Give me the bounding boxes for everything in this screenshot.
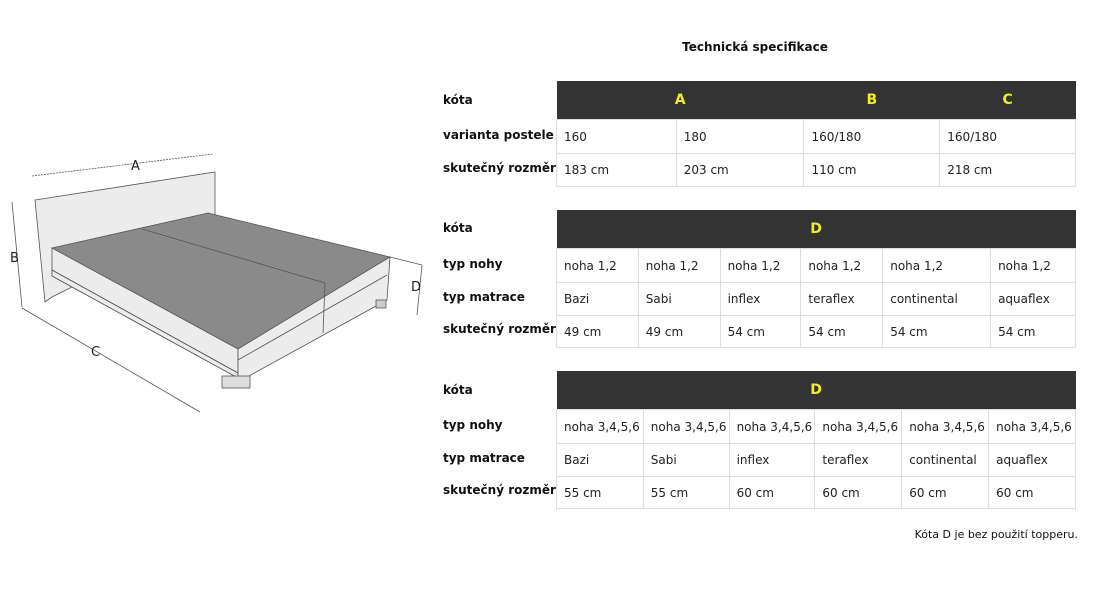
row-label-matrace: typ matrace [443, 290, 525, 304]
cell: continental [901, 443, 990, 477]
cell: 110 cm [803, 153, 941, 187]
row-label-kota: kóta [443, 221, 473, 235]
cell: 49 cm [556, 315, 639, 348]
cell: aquaflex [990, 282, 1076, 316]
cell: 55 cm [642, 476, 730, 509]
cell: 55 cm [556, 476, 644, 509]
cell: 160/180 [803, 119, 941, 154]
cell: 203 cm [675, 153, 805, 187]
row-label-matrace: typ matrace [443, 451, 525, 465]
cell: 160/180 [939, 119, 1076, 154]
cell: noha 3,4,5,6 [642, 409, 730, 444]
cell: 180 [675, 119, 805, 154]
cell: noha 3,4,5,6 [901, 409, 990, 444]
header-d: D [556, 210, 1076, 249]
row-label-noha: typ nohy [443, 418, 503, 432]
row-label-rozmer: skutečný rozměr [443, 161, 556, 175]
row-label-kota: kóta [443, 93, 473, 107]
cell: noha 1,2 [800, 248, 884, 283]
cell: 54 cm [719, 315, 802, 348]
cell: noha 3,4,5,6 [728, 409, 816, 444]
bed-diagram: A B C D [10, 153, 423, 413]
row-label-kota: kóta [443, 383, 473, 397]
row-label-noha: typ nohy [443, 257, 503, 271]
cell: noha 1,2 [882, 248, 992, 283]
cell: inflex [719, 282, 802, 316]
cell: Sabi [637, 282, 721, 316]
cell: noha 3,4,5,6 [988, 409, 1076, 444]
cell: 160 [556, 119, 677, 154]
header-a: A [556, 81, 804, 120]
cell: continental [882, 282, 992, 316]
header-c: C [939, 81, 1076, 120]
cell: noha 3,4,5,6 [814, 409, 903, 444]
cell: 54 cm [882, 315, 992, 348]
footnote: Kóta D je bez použití topperu. [914, 528, 1078, 541]
cell: 49 cm [637, 315, 721, 348]
cell: 60 cm [988, 476, 1076, 509]
cell: aquaflex [988, 443, 1076, 477]
cell: 60 cm [814, 476, 903, 509]
header-d: D [556, 371, 1076, 410]
row-label-rozmer: skutečný rozměr [443, 322, 556, 336]
cell: Bazi [556, 282, 639, 316]
cell: 54 cm [800, 315, 884, 348]
row-label-varianta: varianta postele [443, 128, 554, 142]
cell: noha 1,2 [990, 248, 1076, 283]
header-b: B [803, 81, 940, 120]
page-title: Technická specifikace [682, 40, 828, 54]
label-b: B [10, 251, 19, 266]
cell: 60 cm [901, 476, 990, 509]
label-d: D [411, 280, 421, 295]
cell: noha 1,2 [719, 248, 802, 283]
cell: 54 cm [990, 315, 1076, 348]
cell: 183 cm [556, 153, 677, 187]
cell: teraflex [800, 282, 884, 316]
cell: noha 3,4,5,6 [556, 409, 644, 444]
label-c: C [91, 345, 100, 360]
cell: 60 cm [728, 476, 816, 509]
label-a: A [131, 159, 140, 174]
cell: noha 1,2 [556, 248, 639, 283]
cell: 218 cm [939, 153, 1076, 187]
cell: Bazi [556, 443, 644, 477]
cell: Sabi [642, 443, 730, 477]
cell: teraflex [814, 443, 903, 477]
cell: noha 1,2 [637, 248, 721, 283]
row-label-rozmer: skutečný rozměr [443, 483, 556, 497]
cell: inflex [728, 443, 816, 477]
